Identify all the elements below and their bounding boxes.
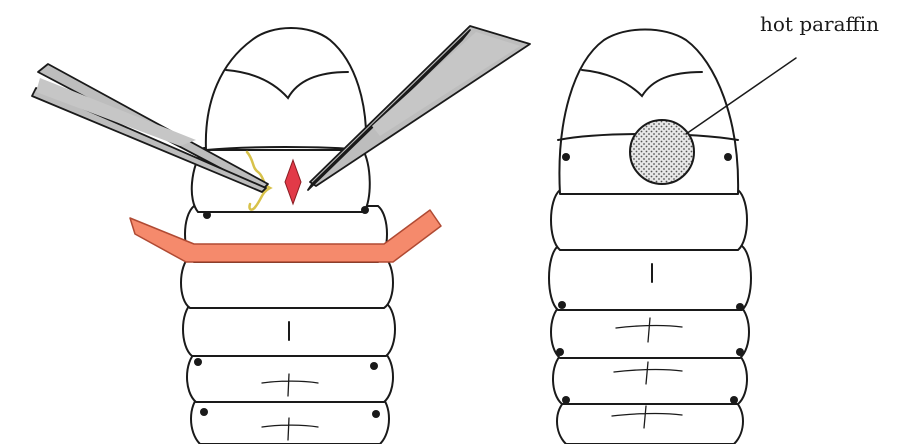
left-spiracle (200, 408, 208, 416)
right-spiracle (724, 153, 732, 161)
right-spiracle (562, 153, 570, 161)
left-larva (32, 26, 530, 444)
right-spiracle (562, 396, 570, 404)
right-larva (549, 30, 796, 444)
right-body-segments (549, 190, 751, 444)
right-spiracle (736, 348, 744, 356)
left-spiracle (372, 410, 380, 418)
right-spiracle (558, 301, 566, 309)
paraffin-seal (630, 120, 694, 184)
left-head (206, 28, 366, 150)
left-spiracle (203, 211, 211, 219)
left-spiracle (370, 362, 378, 370)
right-spiracle (556, 348, 564, 356)
left-spiracle (194, 358, 202, 366)
left-spiracle (361, 206, 369, 214)
paraffin-label: hot paraffin (760, 12, 879, 36)
right-spiracle (736, 303, 744, 311)
right-spiracle (730, 396, 738, 404)
